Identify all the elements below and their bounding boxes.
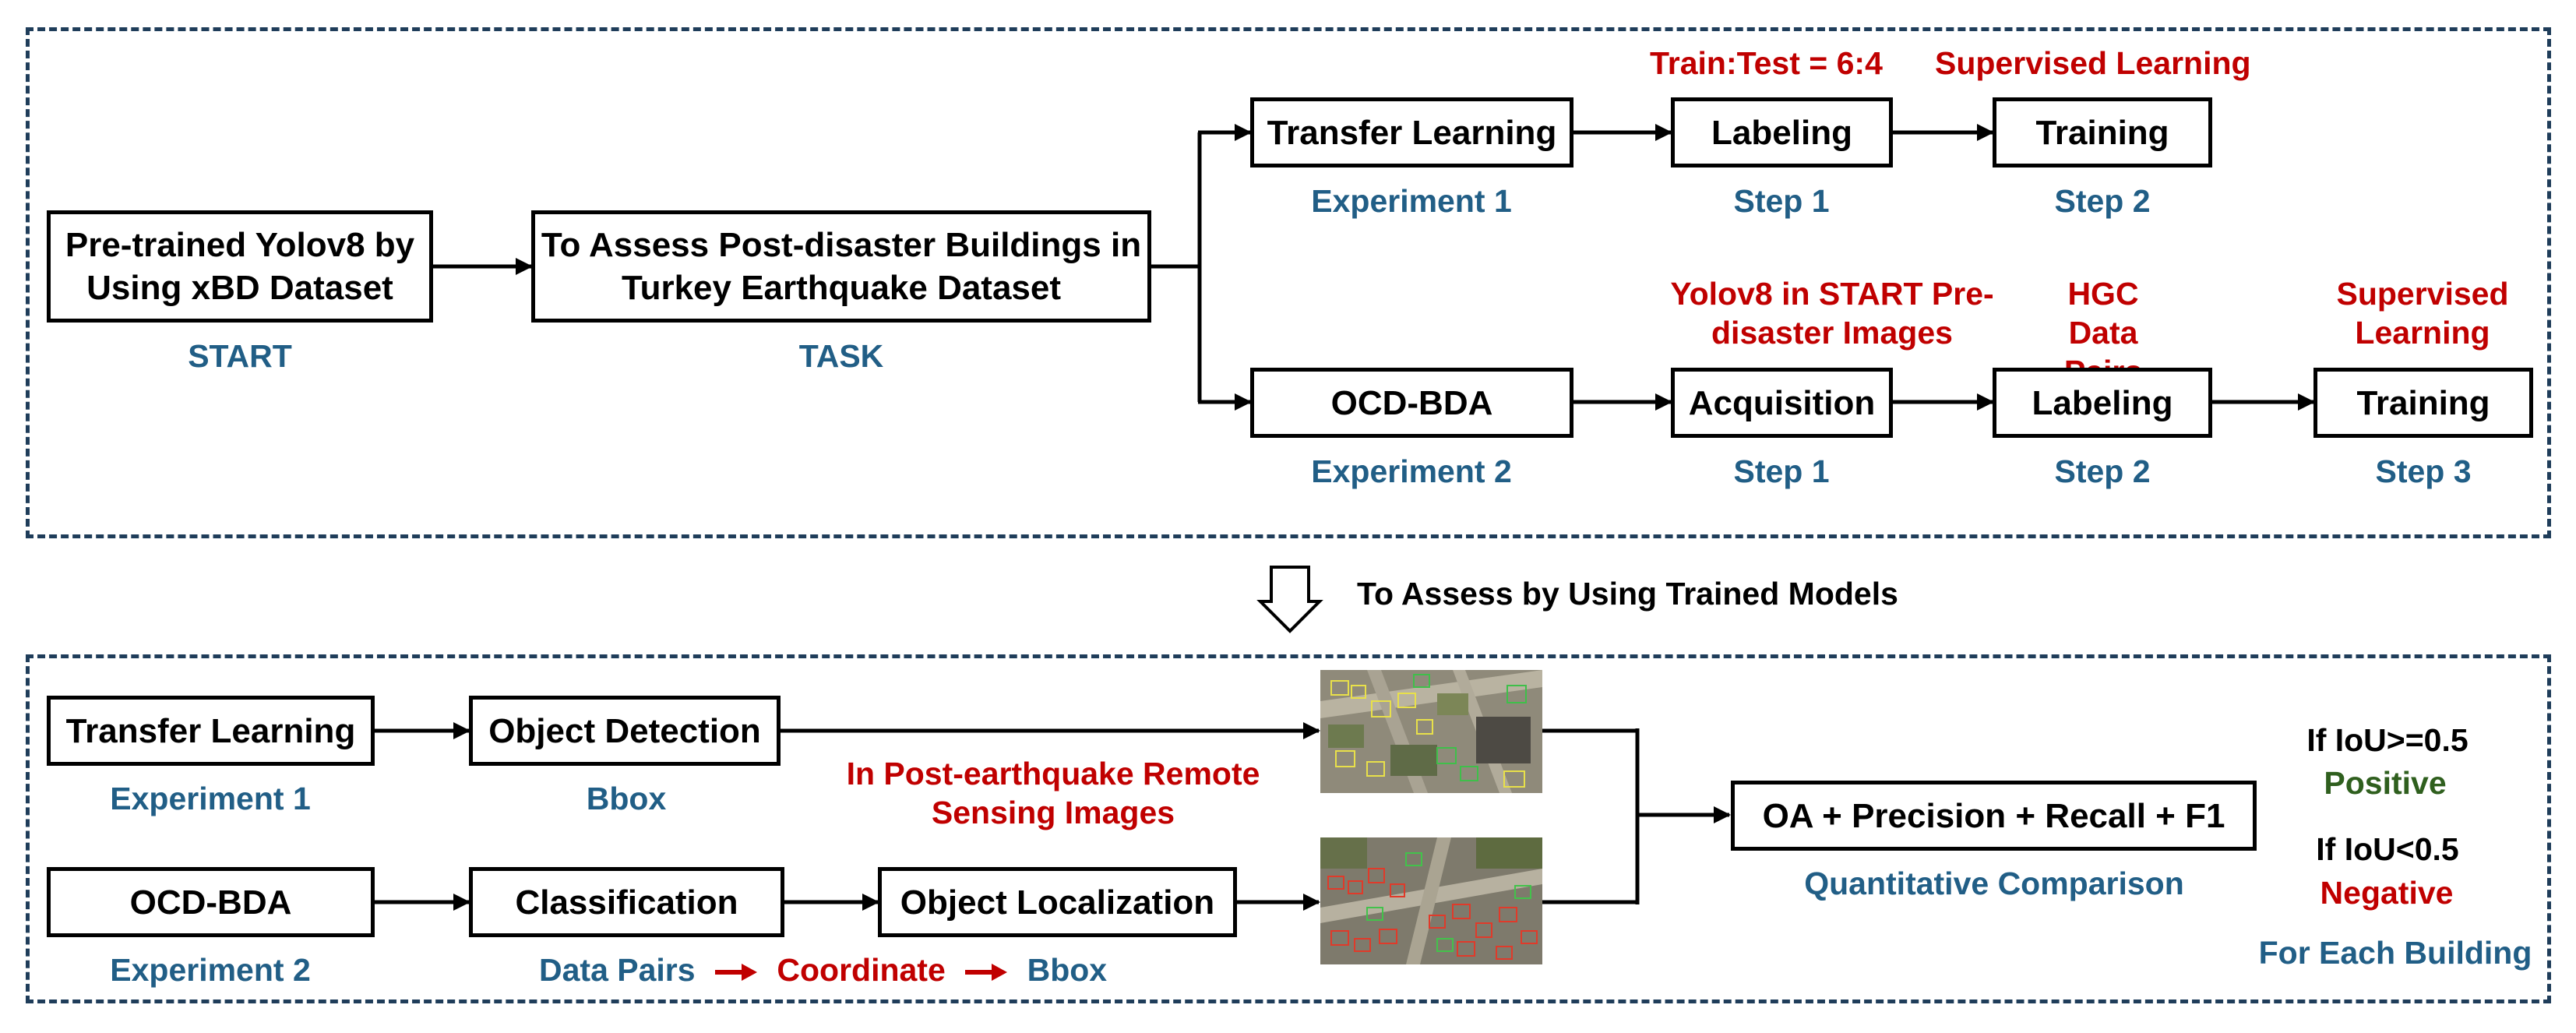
red-arrow-icon <box>965 964 1008 982</box>
metrics-text: OA + Precision + Recall + F1 <box>1762 796 2225 835</box>
red-arrow-icon <box>714 964 757 982</box>
iou-high-condition: If IoU>=0.5 <box>2306 722 2469 758</box>
object-detection-box: Object Detection <box>469 696 781 766</box>
ocd-bda-box: OCD-BDA <box>1250 368 1573 438</box>
hollow-down-arrow <box>1256 566 1323 633</box>
post-earthquake-images-note: In Post-earthquake Remote Sensing Images <box>804 754 1302 832</box>
post-earthquake-images-note-text: In Post-earthquake Remote Sensing Images <box>846 756 1260 830</box>
exp2-step-1-label: Step 1 <box>1733 453 1830 489</box>
acquisition-text: Acquisition <box>1688 383 1876 422</box>
transfer-learning-box: Transfer Learning <box>1250 97 1573 167</box>
bottom-ocd-bda-text: OCD-BDA <box>129 883 292 922</box>
bottom-experiment-2-label: Experiment 2 <box>110 952 311 988</box>
exp2-step-3-label: Step 3 <box>2375 453 2472 489</box>
per-building-label: For Each Building <box>2258 935 2532 971</box>
experiment-1-label: Experiment 1 <box>1311 183 1512 219</box>
iou-low-condition: If IoU<0.5 <box>2316 831 2459 867</box>
detection-result-image <box>1320 670 1542 793</box>
classification-text: Classification <box>515 883 738 922</box>
exp2-training-text: Training <box>2356 383 2490 422</box>
task-box-text: To Assess Post-disaster Buildings in Tur… <box>541 226 1142 307</box>
bottom-transfer-learning-box: Transfer Learning <box>47 696 375 766</box>
negative-label: Negative <box>2320 875 2454 911</box>
object-localization-text: Object Localization <box>900 883 1215 922</box>
yolov8-pre-disaster-note: Yolov8 in START Pre-disaster Images <box>1665 274 2000 352</box>
experiment-2-label: Experiment 2 <box>1311 453 1512 489</box>
quantitative-comparison-label: Quantitative Comparison <box>1804 866 2184 901</box>
exp2-step-2-label: Step 2 <box>2054 453 2151 489</box>
train-test-ratio-note: Train:Test = 6:4 <box>1650 45 1883 81</box>
start-box-text: Pre-trained Yolov8 by Using xBD Dataset <box>65 226 415 307</box>
metrics-box: OA + Precision + Recall + F1 <box>1731 781 2257 851</box>
exp1-training-text: Training <box>2035 113 2169 152</box>
positive-label: Positive <box>2324 765 2447 801</box>
aerial-image-localization <box>1320 837 1542 964</box>
hgc-data-pairs-note: HGC Data Pairs <box>2029 274 2177 391</box>
supervised-learning-note-exp1: Supervised Learning <box>1935 45 2251 81</box>
supervised-learning-note-exp2-text: Supervised Learning <box>2336 276 2509 351</box>
classification-box: Classification <box>469 867 784 937</box>
bottom-ocd-bda-box: OCD-BDA <box>47 867 375 937</box>
transfer-learning-text: Transfer Learning <box>1267 113 1557 152</box>
exp1-step-2-label: Step 2 <box>2054 183 2151 219</box>
chain-data-pairs: Data Pairs <box>539 952 696 988</box>
exp1-training-box: Training <box>1993 97 2212 167</box>
assessment-panel <box>26 654 2551 1003</box>
acquisition-box: Acquisition <box>1671 368 1893 438</box>
exp1-labeling-text: Labeling <box>1711 113 1852 152</box>
transition-label: To Assess by Using Trained Models <box>1357 576 1898 612</box>
chain-coordinate: Coordinate <box>777 952 946 988</box>
coordinate-chain: Data Pairs Coordinate Bbox <box>539 950 1107 989</box>
task-box: To Assess Post-disaster Buildings in Tur… <box>531 210 1151 323</box>
localization-result-image <box>1320 837 1542 964</box>
exp2-training-box: Training <box>2313 368 2533 438</box>
exp2-labeling-box: Labeling <box>1993 368 2212 438</box>
bottom-transfer-learning-text: Transfer Learning <box>65 711 356 750</box>
object-localization-box: Object Localization <box>878 867 1237 937</box>
exp2-labeling-text: Labeling <box>2032 383 2173 422</box>
chain-bbox: Bbox <box>1027 952 1108 988</box>
start-label: START <box>188 338 292 374</box>
training-panel <box>26 27 2551 538</box>
ocd-bda-text: OCD-BDA <box>1330 383 1493 422</box>
hgc-data-pairs-note-text: HGC Data Pairs <box>2064 276 2142 390</box>
start-box: Pre-trained Yolov8 by Using xBD Dataset <box>47 210 433 323</box>
yolov8-pre-disaster-note-text: Yolov8 in START Pre-disaster Images <box>1670 276 1994 351</box>
detection-bbox-label: Bbox <box>586 781 667 816</box>
exp1-step-1-label: Step 1 <box>1733 183 1830 219</box>
supervised-learning-note-exp2: Supervised Learning <box>2329 274 2516 352</box>
exp1-labeling-box: Labeling <box>1671 97 1893 167</box>
bottom-experiment-1-label: Experiment 1 <box>110 781 311 816</box>
task-label: TASK <box>798 338 884 374</box>
object-detection-text: Object Detection <box>488 711 761 750</box>
aerial-image-detection <box>1320 670 1542 793</box>
